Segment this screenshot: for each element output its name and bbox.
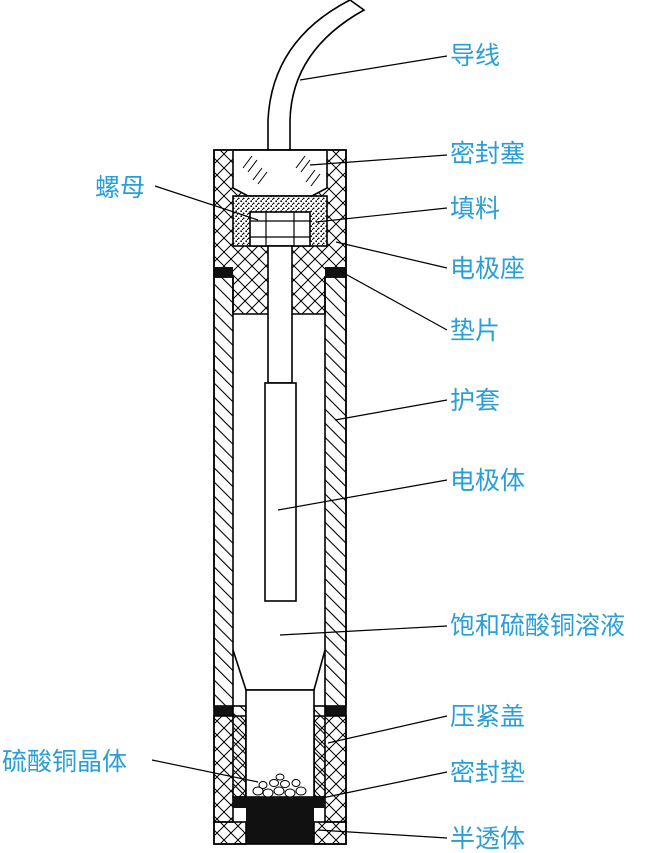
seal-pad — [233, 797, 325, 808]
label-saturated-solution: 饱和硫酸铜溶液 — [450, 611, 625, 640]
label-semipermeable: 半透体 — [450, 824, 525, 853]
label-nut: 螺母 — [95, 173, 145, 202]
label-wire: 导线 — [450, 41, 500, 70]
seal-plug-hatch — [242, 155, 321, 187]
label-seal-pad: 密封垫 — [450, 758, 525, 787]
label-clamp-cap: 压紧盖 — [450, 702, 525, 731]
label-electrode-seat: 电极座 — [450, 254, 525, 283]
gasket-left — [214, 267, 233, 277]
label-gasket: 垫片 — [450, 316, 500, 345]
semipermeable-body — [246, 800, 314, 844]
lower-gasket-right — [325, 706, 346, 716]
inner-sleeve-left — [232, 705, 247, 798]
wire-cable — [267, 0, 366, 197]
leader-lines — [151, 55, 448, 839]
label-filler: 填料 — [450, 194, 500, 223]
label-sheath: 护套 — [450, 386, 500, 415]
label-seal-plug: 密封塞 — [450, 139, 525, 168]
sheath-right-wall — [324, 276, 347, 707]
nut — [249, 211, 311, 247]
copper-sulfate-crystals — [252, 773, 307, 798]
lower-gasket-left — [214, 706, 233, 716]
gasket-right — [325, 267, 346, 277]
electrode-body — [264, 382, 297, 602]
bottom-frame-right — [313, 821, 347, 845]
label-crystals: 硫酸铜晶体 — [2, 747, 127, 776]
funnel-outline — [232, 649, 326, 691]
sheath-left-wall — [213, 276, 234, 707]
outer-outline — [213, 149, 347, 845]
lower-chamber — [245, 689, 315, 798]
bottom-frame — [213, 821, 247, 845]
electrode-rod-upper — [267, 245, 293, 384]
inner-sleeve-right — [313, 705, 326, 798]
label-electrode-body: 电极体 — [450, 466, 525, 495]
